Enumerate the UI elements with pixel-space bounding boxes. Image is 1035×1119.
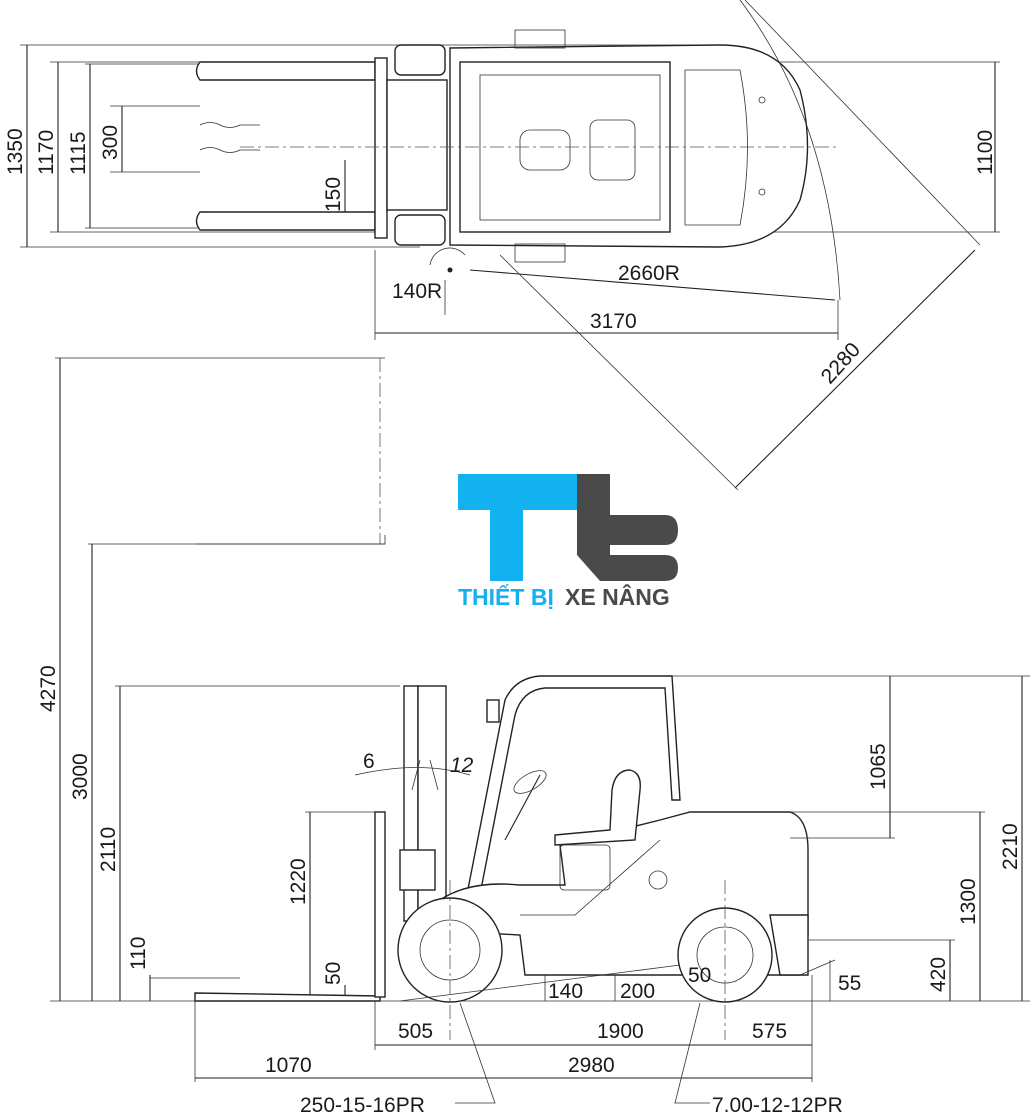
dim-tilt-backward: 12 bbox=[450, 754, 474, 777]
logo-letter-t-blue bbox=[458, 474, 577, 581]
top-view bbox=[20, 0, 1000, 491]
dim-fork-length: 1070 bbox=[265, 1054, 312, 1077]
dim-max-fork-height: 4270 bbox=[37, 665, 60, 712]
dim-hitch-height: 420 bbox=[927, 957, 950, 992]
dim-fork-spread: 1115 bbox=[67, 131, 90, 175]
dim-aisle-width: 2280 bbox=[817, 338, 865, 388]
logo-text-primary: THIẾT BỊ bbox=[458, 583, 554, 610]
dim-inner-radius: 140R bbox=[392, 280, 442, 303]
dim-overall-width: 1350 bbox=[4, 128, 27, 175]
dim-overhead-guard-height: 2210 bbox=[999, 823, 1022, 870]
dim-free-lift: 110 bbox=[127, 937, 150, 970]
dim-tilt-forward: 6 bbox=[363, 750, 375, 773]
dim-backrest-height: 1220 bbox=[287, 858, 310, 905]
rear-tire-spec: 7.00-12-12PR bbox=[712, 1094, 843, 1117]
dim-ground-clearance-mast: 140 bbox=[548, 980, 583, 1003]
dim-rear-overhang: 575 bbox=[752, 1020, 787, 1043]
dim-lift-height: 3000 bbox=[69, 753, 92, 800]
dim-front-overhang: 505 bbox=[398, 1020, 433, 1043]
brand-logo: THIẾT BỊ XE NÂNG bbox=[458, 474, 678, 610]
dim-tread-width: 1100 bbox=[974, 130, 997, 175]
dim-rear-overhang-clearance: 55 bbox=[838, 972, 861, 995]
dim-fork-outer-width: 1170 bbox=[35, 130, 58, 175]
dim-fork-thickness: 50 bbox=[322, 962, 345, 985]
dim-length-to-fork-face: 2980 bbox=[568, 1054, 615, 1077]
front-tire-spec: 250-15-16PR bbox=[300, 1094, 425, 1117]
dim-ground-clearance-center: 200 bbox=[620, 980, 655, 1003]
dim-mast-height-lowered: 2110 bbox=[97, 827, 120, 872]
dim-turning-radius: 2660R bbox=[618, 262, 680, 285]
logo-text-secondary: XE NÂNG bbox=[565, 583, 670, 610]
side-view bbox=[50, 357, 1030, 1104]
dim-length-to-face: 3170 bbox=[590, 310, 637, 333]
dim-seat-height: 1300 bbox=[957, 878, 980, 925]
logo-letter-t-dark bbox=[577, 474, 678, 581]
dim-fork-gap: 150 bbox=[322, 177, 345, 212]
dim-ground-clearance-rear: 50 bbox=[688, 964, 711, 987]
dim-wheelbase: 1900 bbox=[597, 1020, 644, 1043]
dim-seat-to-guard: 1065 bbox=[867, 743, 890, 790]
dim-fork-width: 300 bbox=[99, 125, 122, 160]
